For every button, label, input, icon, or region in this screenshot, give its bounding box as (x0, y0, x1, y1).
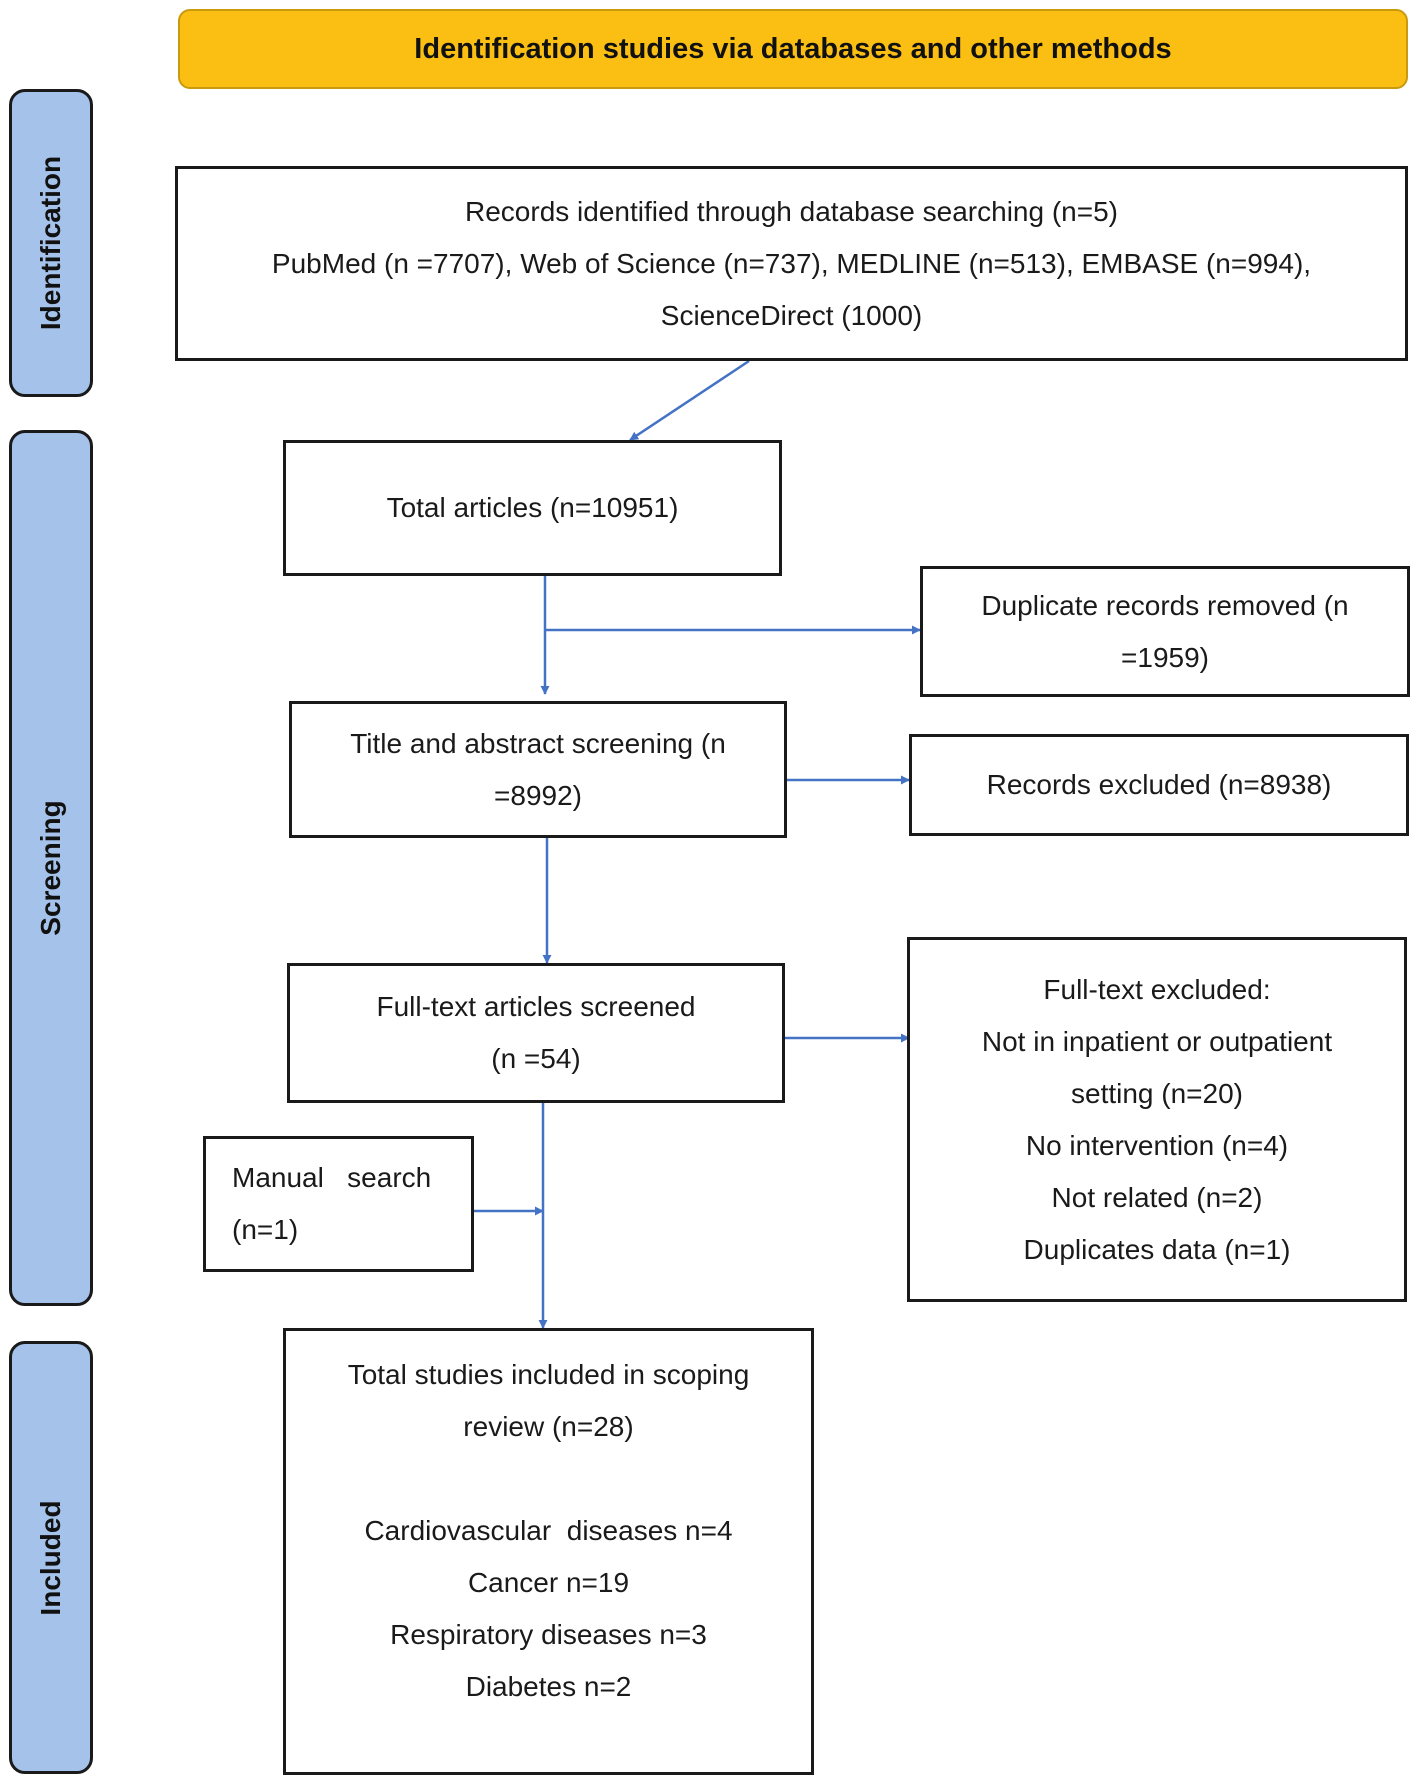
records-excluded-box: Records excluded (n=8938) (909, 734, 1409, 836)
included-item: Cancer n=19 (467, 1567, 630, 1598)
manual-search-line2: (n=1) (232, 1214, 299, 1245)
total-included-line2: review (n=28) (463, 1411, 634, 1442)
included-item: Diabetes n=2 (465, 1671, 632, 1702)
full-text-excluded-item: No intervention (n=4) (1025, 1129, 1289, 1161)
records-identified-line1: Records identified through database sear… (465, 195, 1118, 227)
manual-search-box: Manual search (n=1) (203, 1136, 474, 1272)
full-text-screened-box: Full-text articles screened (n =54) (287, 963, 785, 1103)
arrow-identified-to-total (629, 359, 750, 442)
manual-search-line1: Manual search (232, 1162, 432, 1193)
title-abstract-line1: Title and abstract screening (n (350, 727, 726, 759)
banner-title: Identification studies via databases and… (178, 9, 1408, 89)
total-articles-box: Total articles (n=10951) (283, 440, 782, 576)
included-item: Respiratory diseases n=3 (390, 1619, 707, 1650)
full-text-excluded-item: Not related (n=2) (1051, 1181, 1263, 1213)
phase-screening: Screening (9, 430, 93, 1306)
records-identified-line2: PubMed (n =7707), Web of Science (n=737)… (271, 247, 1312, 279)
records-excluded-line1: Records excluded (n=8938) (986, 769, 1332, 800)
phase-identification: Identification (9, 89, 93, 397)
total-included-line1: Total studies included in scoping (347, 1359, 750, 1390)
full-text-excluded-item: Not in inpatient or outpatient (981, 1025, 1333, 1057)
duplicates-removed-line2: =1959) (1121, 641, 1209, 673)
title-abstract-line2: =8992) (494, 779, 582, 811)
full-text-screened-line1: Full-text articles screened (376, 991, 696, 1022)
total-articles-line1: Total articles (n=10951) (386, 492, 679, 523)
records-identified-line3: ScienceDirect (1000) (660, 299, 923, 331)
duplicates-removed-line1: Duplicate records removed (n (981, 589, 1349, 621)
full-text-excluded-item: Duplicates data (n=1) (1023, 1233, 1291, 1265)
full-text-excluded-box: Full-text excluded: Not in inpatient or … (907, 937, 1407, 1302)
phase-included: Included (9, 1341, 93, 1774)
duplicates-removed-box: Duplicate records removed (n =1959) (920, 566, 1410, 697)
full-text-excluded-item: setting (n=20) (1071, 1077, 1243, 1109)
records-identified-box: Records identified through database sear… (175, 166, 1408, 361)
full-text-screened-line2: (n =54) (491, 1043, 581, 1074)
full-text-excluded-heading: Full-text excluded: (1043, 973, 1271, 1005)
title-abstract-box: Title and abstract screening (n =8992) (289, 701, 787, 838)
included-item: Cardiovascular diseases n=4 (364, 1515, 733, 1546)
total-included-box: Total studies included in scoping review… (283, 1328, 814, 1775)
